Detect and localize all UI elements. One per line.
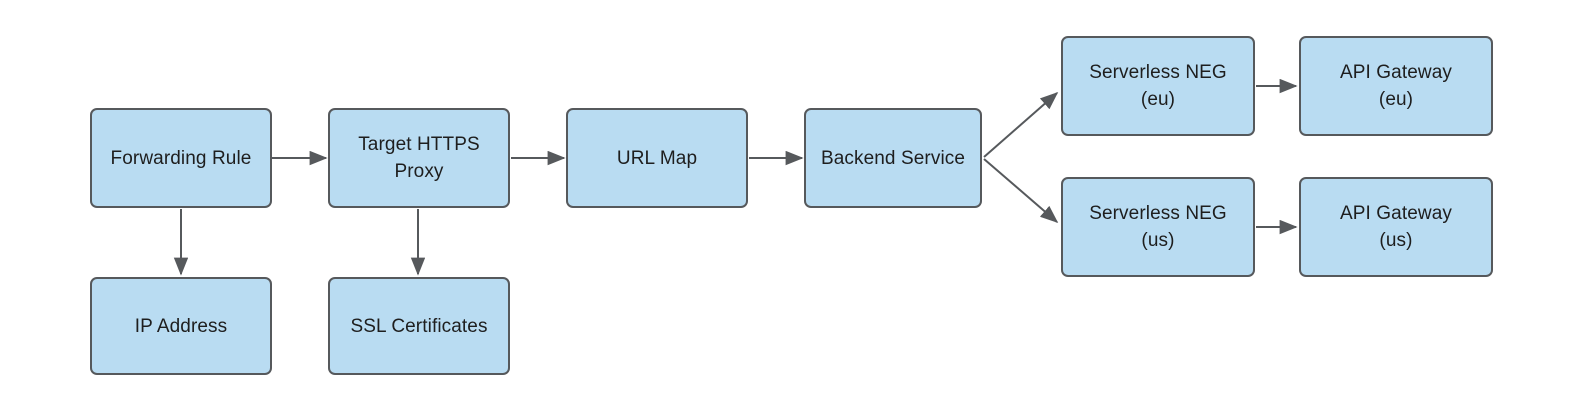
node-label-url-map: URL Map (616, 147, 698, 169)
node-label-api-gateway-eu: API Gateway (eu) (1340, 62, 1452, 110)
node-api-gateway-us[interactable]: API Gateway (us) (1299, 177, 1493, 277)
node-label-backend-service: Backend Service (820, 147, 966, 169)
node-label-target-https-proxy: Target HTTPS Proxy (358, 134, 480, 182)
node-label-serverless-neg-eu: Serverless NEG (eu) (1089, 62, 1227, 110)
node-label-ssl-certificates: SSL Certificates (350, 315, 488, 337)
node-api-gateway-eu[interactable]: API Gateway (eu) (1299, 36, 1493, 136)
node-serverless-neg-us[interactable]: Serverless NEG (us) (1061, 177, 1255, 277)
node-label-ip-address: IP Address (134, 315, 228, 337)
edge-backend-to-neg-us (983, 158, 1059, 224)
node-serverless-neg-eu[interactable]: Serverless NEG (eu) (1061, 36, 1255, 136)
node-forwarding-rule[interactable]: Forwarding Rule (90, 108, 272, 208)
node-target-https-proxy[interactable]: Target HTTPS Proxy (328, 108, 510, 208)
node-label-serverless-neg-us: Serverless NEG (us) (1089, 203, 1227, 251)
node-label-api-gateway-us: API Gateway (us) (1340, 203, 1452, 251)
node-url-map[interactable]: URL Map (566, 108, 748, 208)
node-ssl-certificates[interactable]: SSL Certificates (328, 277, 510, 375)
node-ip-address[interactable]: IP Address (90, 277, 272, 375)
node-backend-service[interactable]: Backend Service (804, 108, 982, 208)
edge-backend-to-neg-eu (983, 91, 1059, 158)
node-label-forwarding-rule: Forwarding Rule (110, 147, 252, 169)
